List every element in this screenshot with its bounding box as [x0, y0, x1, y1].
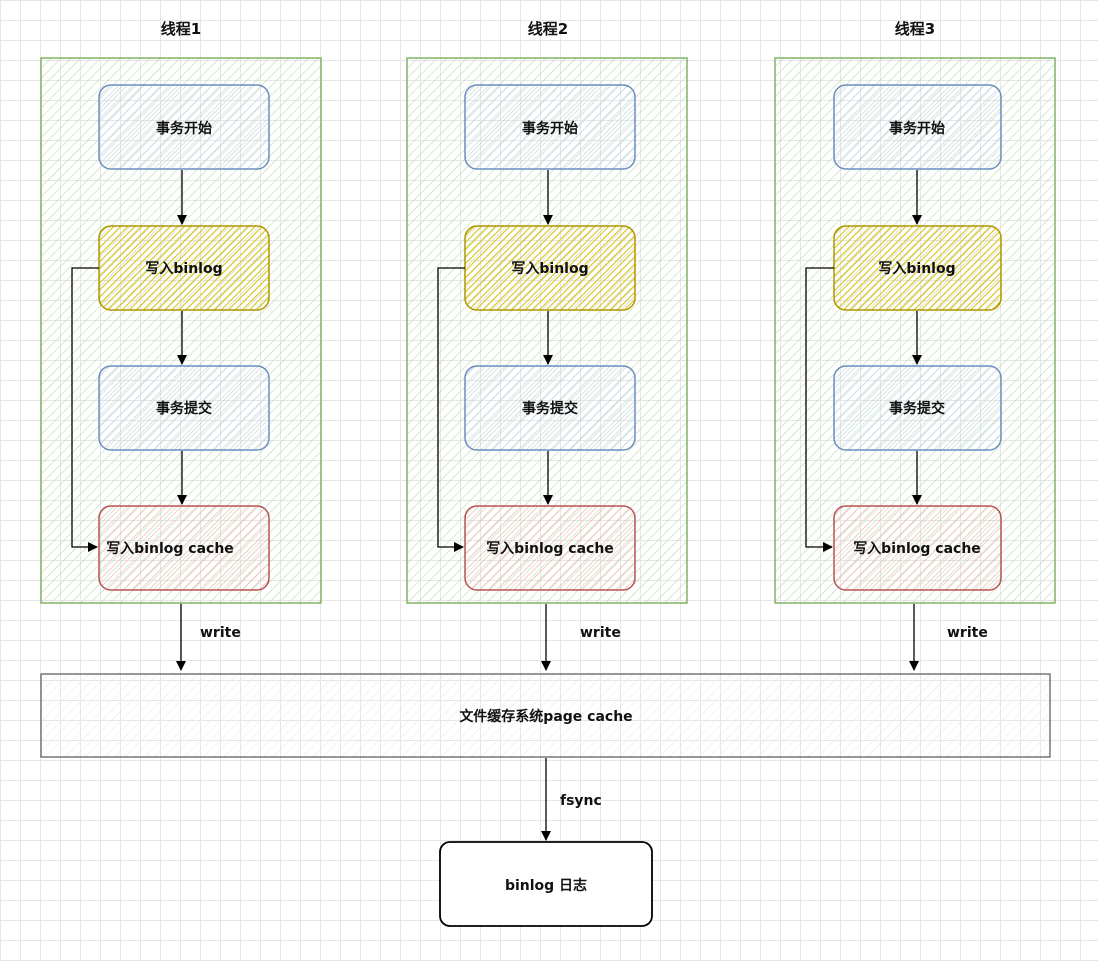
step-write-binlog-cache: 写入binlog cache — [833, 505, 1002, 591]
thread-title: 线程3 — [895, 20, 935, 38]
svg-text:事务提交: 事务提交 — [156, 400, 212, 417]
arrow-binlog-to-cache-bypass — [805, 267, 834, 552]
write-label: write — [200, 625, 241, 641]
step-write-binlog: 写入binlog — [833, 225, 1002, 311]
step-transaction-commit: 事务提交 — [98, 365, 270, 451]
step-write-binlog-cache: 写入binlog cache — [98, 505, 270, 591]
write-label: write — [947, 625, 988, 641]
svg-text:事务提交: 事务提交 — [889, 400, 945, 417]
step-transaction-start: 事务开始 — [98, 84, 270, 170]
step-transaction-commit: 事务提交 — [464, 365, 636, 451]
step-write-binlog-cache: 写入binlog cache — [464, 505, 636, 591]
step-transaction-commit: 事务提交 — [833, 365, 1002, 451]
arrow-binlog-to-cache-bypass — [437, 267, 465, 552]
svg-text:事务提交: 事务提交 — [522, 400, 578, 417]
svg-text:写入binlog: 写入binlog — [511, 261, 588, 277]
thread-title: 线程1 — [161, 20, 201, 38]
fsync-label: fsync — [560, 793, 602, 809]
step-transaction-start: 事务开始 — [464, 84, 636, 170]
svg-text:写入binlog cache: 写入binlog cache — [106, 541, 234, 557]
binlog-file-label: binlog 日志 — [505, 877, 587, 894]
svg-text:写入binlog cache: 写入binlog cache — [486, 541, 614, 557]
svg-text:事务开始: 事务开始 — [522, 120, 578, 137]
thread-3: 线程3 事务开始 写入binlog 事务提交 写入binlog cache wr… — [774, 20, 1056, 671]
svg-text:写入binlog: 写入binlog — [878, 261, 955, 277]
svg-text:事务开始: 事务开始 — [889, 120, 945, 137]
svg-text:写入binlog: 写入binlog — [145, 261, 222, 277]
write-label: write — [580, 625, 621, 641]
binlog-file-box: binlog 日志 — [439, 841, 653, 927]
arrow-binlog-to-cache-bypass — [71, 267, 99, 552]
page-cache-box: 文件缓存系统page cache — [40, 673, 1051, 758]
step-transaction-start: 事务开始 — [833, 84, 1002, 170]
thread-2: 线程2 事务开始 写入binlog 事务提交 写入binlog cache wr… — [406, 20, 688, 671]
thread-1: 线程1 事务开始 写入binlog 事务提交 写入binlog cache wr… — [40, 20, 322, 671]
page-cache-label: 文件缓存系统page cache — [459, 708, 632, 725]
thread-title: 线程2 — [528, 20, 568, 38]
svg-text:事务开始: 事务开始 — [156, 120, 212, 137]
step-write-binlog: 写入binlog — [98, 225, 270, 311]
step-write-binlog: 写入binlog — [464, 225, 636, 311]
svg-text:写入binlog cache: 写入binlog cache — [853, 541, 981, 557]
